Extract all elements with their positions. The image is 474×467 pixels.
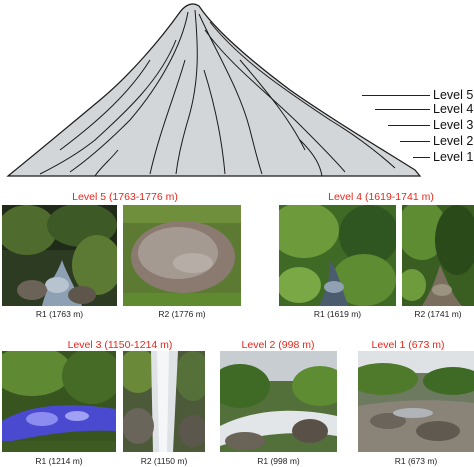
caption-level5-r1: R1 (1763 m)	[35, 309, 84, 319]
photo-level4-r2	[402, 205, 474, 306]
mountain-ridges	[39, 9, 396, 177]
caption-level4-r1: R1 (1619 m)	[313, 309, 362, 319]
level-1-tick	[413, 157, 430, 158]
caption-level1-r1: R1 (673 m)	[394, 456, 438, 466]
level-2-label: Level 2	[433, 134, 474, 148]
photo-level4-r1	[279, 205, 396, 306]
level-5-label: Level 5	[433, 88, 474, 102]
level-5-title: Level 5 (1763-1776 m)	[72, 191, 178, 203]
level-1-label: Level 1	[433, 150, 474, 164]
level-3-title: Level 3 (1150-1214 m)	[67, 339, 173, 351]
level-3-tick	[388, 125, 430, 126]
photo-level3-r1	[2, 351, 116, 452]
level-2-title: Level 2 (998 m)	[241, 339, 315, 351]
level-2-tick	[400, 141, 430, 142]
level-1-title: Level 1 (673 m)	[371, 339, 445, 351]
caption-level2-r1: R1 (998 m)	[257, 456, 300, 466]
mountain-silhouette	[6, 3, 422, 177]
photo-level3-r2	[123, 351, 205, 452]
caption-level4-r2: R2 (1741 m)	[414, 309, 462, 319]
caption-level3-r2: R2 (1150 m)	[140, 456, 188, 466]
photo-level2-r1	[220, 351, 337, 452]
caption-level5-r2: R2 (1776 m)	[158, 309, 206, 319]
level-4-label: Level 4	[433, 102, 474, 116]
level-4-tick	[375, 109, 430, 110]
caption-level3-r1: R1 (1214 m)	[35, 456, 83, 466]
level-5-tick	[362, 95, 430, 96]
level-4-title: Level 4 (1619-1741 m)	[328, 191, 434, 203]
photo-level5-r1	[2, 205, 117, 306]
photo-level5-r2	[123, 205, 241, 306]
level-3-label: Level 3	[433, 118, 474, 132]
photo-level1-r1	[358, 351, 474, 452]
mountain-illustration	[6, 3, 422, 177]
